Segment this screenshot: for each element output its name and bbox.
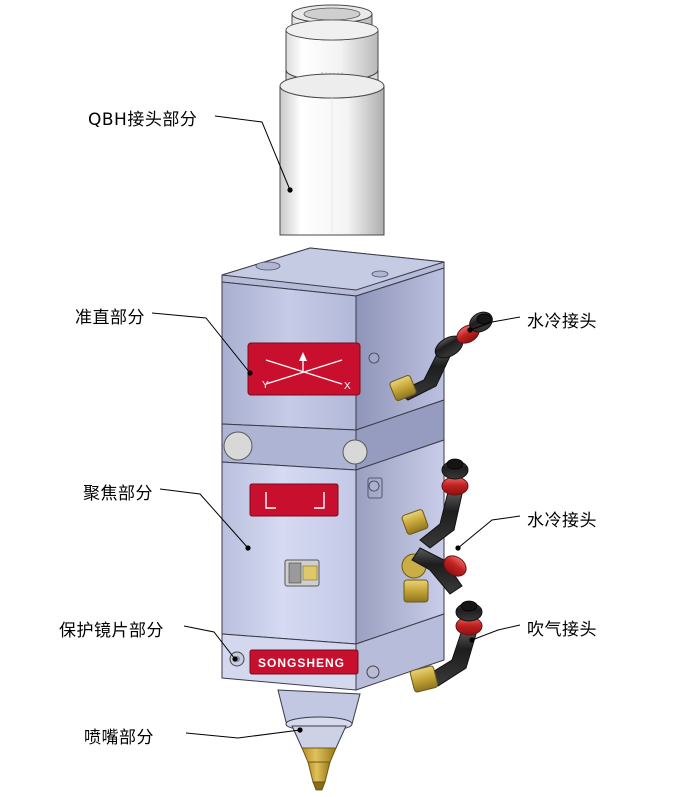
callout-water-cooling-lower: 水冷接头: [527, 511, 597, 531]
callout-nozzle: 喷嘴部分: [84, 728, 154, 748]
axis-label-x: X: [344, 381, 351, 392]
protective-lens-section: [221, 613, 445, 691]
adjustment-knobs: [221, 399, 445, 471]
callout-focus: 聚焦部分: [83, 484, 153, 504]
focus-section: [221, 439, 445, 645]
air-blow-fitting: [409, 600, 483, 693]
nozzle-section: [277, 689, 361, 791]
callout-water-cooling-upper: 水冷接头: [527, 312, 597, 332]
collimation-section: Y X: [221, 247, 445, 431]
leader-lines: [151, 115, 521, 739]
brand-plate-text: SONGSHENG: [258, 656, 346, 670]
water-fitting-upper: [389, 311, 493, 401]
callout-qbh: QBH接头部分: [88, 110, 198, 130]
callout-protective-lens: 保护镜片部分: [59, 621, 164, 641]
callout-collimation: 准直部分: [75, 308, 145, 328]
callout-air-blow: 吹气接头: [527, 620, 597, 640]
axis-label-y: Y: [262, 380, 269, 391]
qbh-connector-group: [279, 4, 385, 236]
water-fitting-lower: [401, 458, 469, 603]
